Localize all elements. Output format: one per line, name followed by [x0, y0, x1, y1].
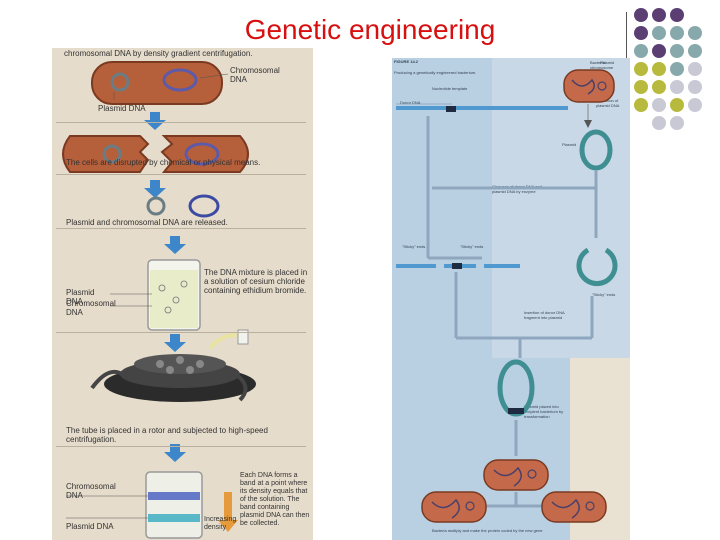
caption-dna-released: Plasmid and chromosomal DNA are released…: [66, 218, 228, 227]
plasmid-isolation-illustration: [62, 61, 256, 539]
caption-plasmid-dna-3: Plasmid DNA: [66, 522, 114, 531]
label-insertion: Insertion of donor DNA fragment into pla…: [524, 310, 565, 320]
caption-dna-mixture: The DNA mixture is placed in a solution …: [204, 268, 308, 295]
caption-increasing-density: Increasing density: [204, 516, 237, 531]
caption-top: chromosomal DNA by density gradient cent…: [64, 49, 253, 58]
genetic-engineering-illustration: [396, 69, 618, 523]
label-plasmid-top: Plasmid: [600, 60, 615, 65]
figure-number: FIGURE 14.2: [394, 59, 419, 64]
figure-caption: Producing a genetically engineered bacte…: [394, 70, 477, 75]
caption-plasmid-dna: Plasmid DNA: [98, 104, 146, 113]
genetic-engineering-figure: FIGURE 14.2 Producing a genetically engi…: [392, 58, 630, 540]
caption-plasmid-dna-2: Plasmid DNA: [66, 288, 95, 306]
label-bacterial-chromosome: Bacterial chromosome: [590, 60, 614, 70]
label-transformation: Plasmid placed into recipient bacterium …: [524, 404, 564, 419]
plasmid-isolation-figure: chromosomal DNA by density gradient cent…: [52, 48, 313, 540]
caption-cells-disrupted: The cells are disrupted by chemical or p…: [66, 158, 261, 167]
label-bacteria-multiply: Bacteria multiply and make the protein c…: [432, 528, 543, 533]
caption-chromosomal-dna-3: Chromosomal DNA: [66, 482, 116, 500]
caption-tube-in-rotor: The tube is placed in a rotor and subjec…: [66, 426, 268, 444]
label-sticky-ends-3: "Sticky" ends: [592, 292, 616, 297]
caption-chromosomal-dna: Chromosomal DNA: [230, 66, 280, 84]
label-sticky-ends-2: "Sticky" ends: [460, 244, 484, 249]
label-nucleotide-template: Nucleotide template: [432, 86, 468, 91]
label-plasmid: Plasmid: [562, 142, 577, 147]
divider-line: [626, 12, 627, 62]
label-donor-dna: Donor DNA: [400, 100, 421, 105]
slide-title: Genetic engineering: [244, 14, 496, 45]
label-sticky-ends-1: "Sticky" ends: [402, 244, 426, 249]
caption-dna-band: Each DNA forms a band at a point where i…: [240, 472, 310, 527]
caption-chromosomal-dna-2: Chromosomal DNA: [66, 299, 116, 317]
